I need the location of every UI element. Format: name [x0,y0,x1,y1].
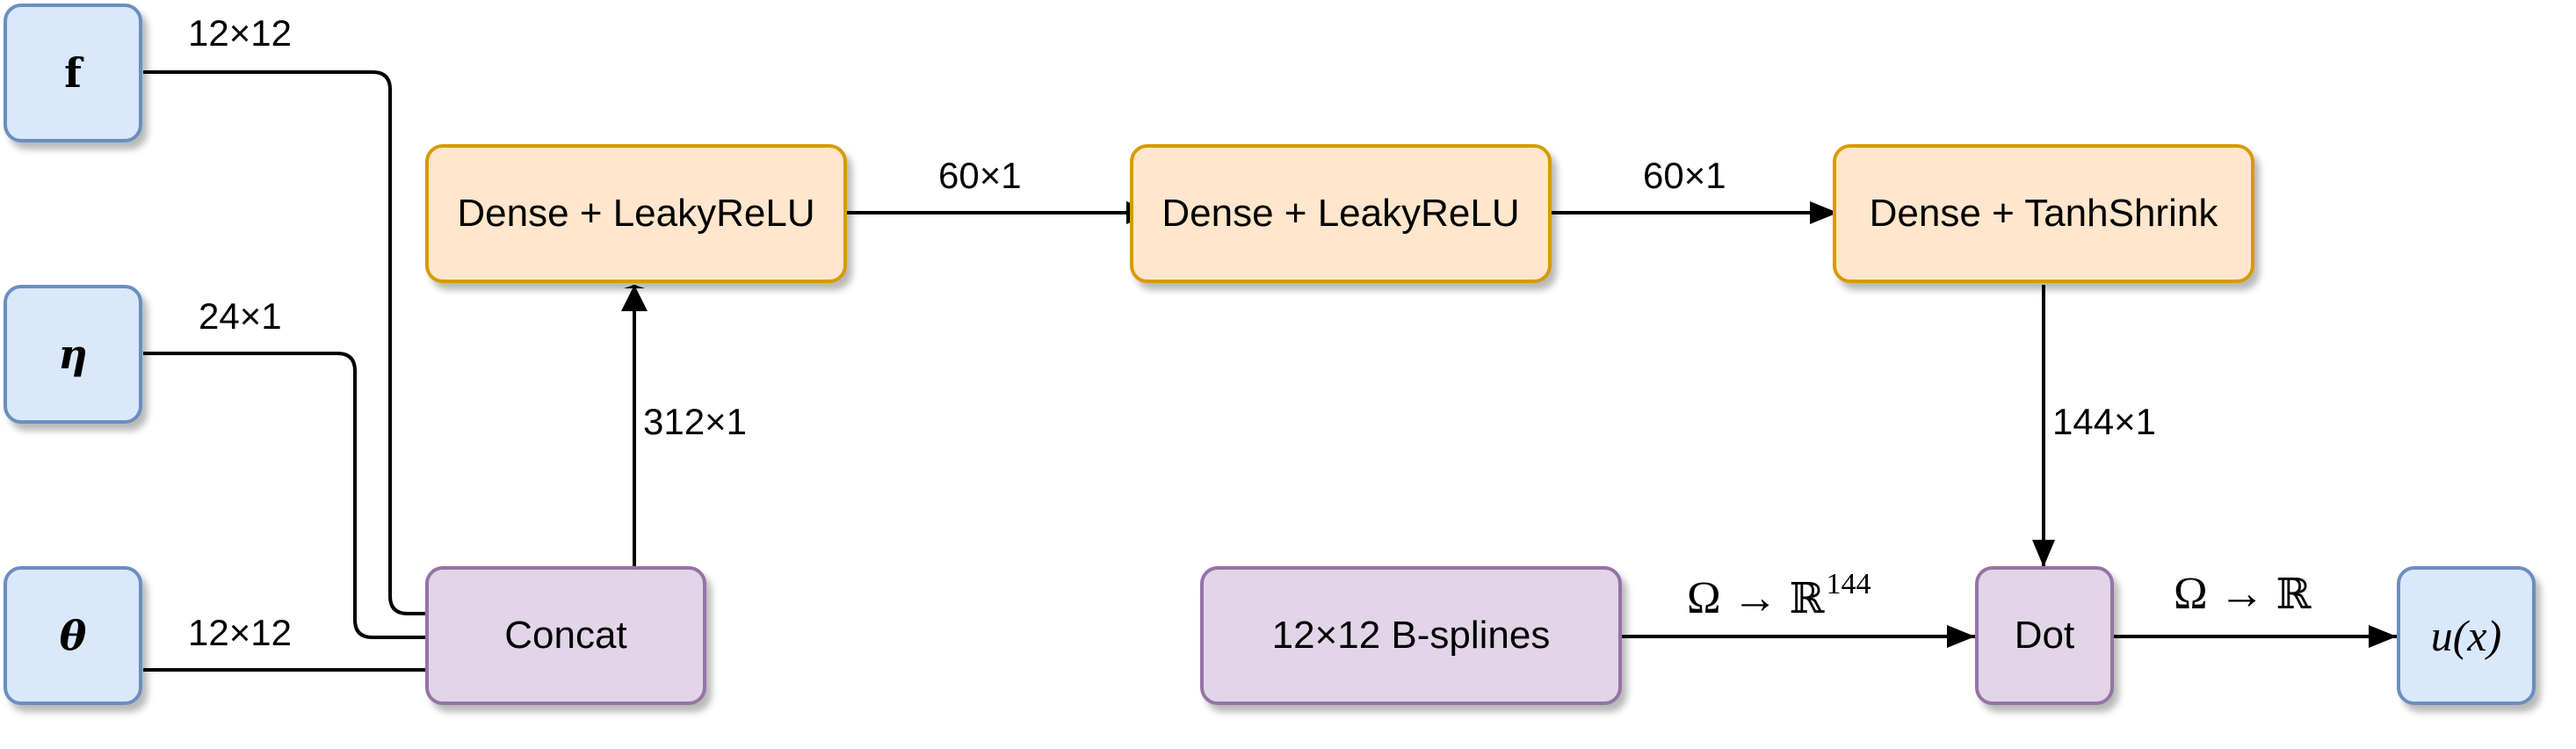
dense1-node: Dense + LeakyReLU [425,144,847,283]
edge-label-theta: 12×12 [188,612,292,653]
output-u-label: u(x) [2430,611,2502,660]
edge-eta-to-concat [143,352,427,639]
bsplines-exponent: 144 [1826,568,1871,600]
arrowhead-up [621,285,648,311]
dense2-label: Dense + LeakyReLU [1161,192,1520,235]
output-domain: Ω [2174,569,2208,619]
bsplines-node: 12×12 B-splines [1200,566,1622,705]
concat-label: Concat [504,614,627,657]
input-theta-label: θ [59,612,87,659]
input-f-label: f [64,49,82,97]
edge-label-dense1-dense2: 60×1 [938,155,1022,196]
bsplines-codomain: ℝ [1789,574,1825,623]
dot-node: Dot [1975,566,2114,705]
edge-label-dot-output: Ω → ℝ [2174,568,2312,620]
edge-label-eta: 24×1 [199,295,282,337]
concat-node: Concat [425,566,706,705]
edge-f-to-concat [143,70,427,615]
input-f-node: f [4,4,142,142]
dense2-node: Dense + LeakyReLU [1130,144,1552,283]
arrowhead-dot-output [2369,625,2397,648]
arrowhead-dense2-dense3 [1810,201,1838,224]
input-eta-label: η [58,331,88,378]
bsplines-map-arrow: → [1732,573,1778,623]
dense1-label: Dense + LeakyReLU [457,192,815,235]
dot-label: Dot [2014,614,2075,657]
output-map-arrow: → [2218,569,2265,619]
arrowhead-dense3-dot [2032,540,2055,567]
edge-label-dense2-dense3: 60×1 [1643,155,1726,196]
output-codomain: ℝ [2276,570,2312,619]
edge-label-dense3-dot: 144×1 [2052,401,2156,442]
arrowhead-bsplines-dot [1947,625,1975,648]
input-eta-node: η [4,285,142,424]
input-theta-node: θ [4,566,142,705]
dense3-node: Dense + TanhShrink [1833,144,2254,283]
edge-label-bsplines-dot: Ω → ℝ144 [1687,568,1871,624]
bsplines-domain: Ω [1687,573,1721,623]
edge-label-concat-dense1: 312×1 [643,401,747,442]
dense3-label: Dense + TanhShrink [1869,192,2218,235]
bsplines-label: 12×12 B-splines [1271,614,1551,657]
edge-label-f: 12×12 [188,12,292,54]
output-u-node: u(x) [2397,566,2536,705]
